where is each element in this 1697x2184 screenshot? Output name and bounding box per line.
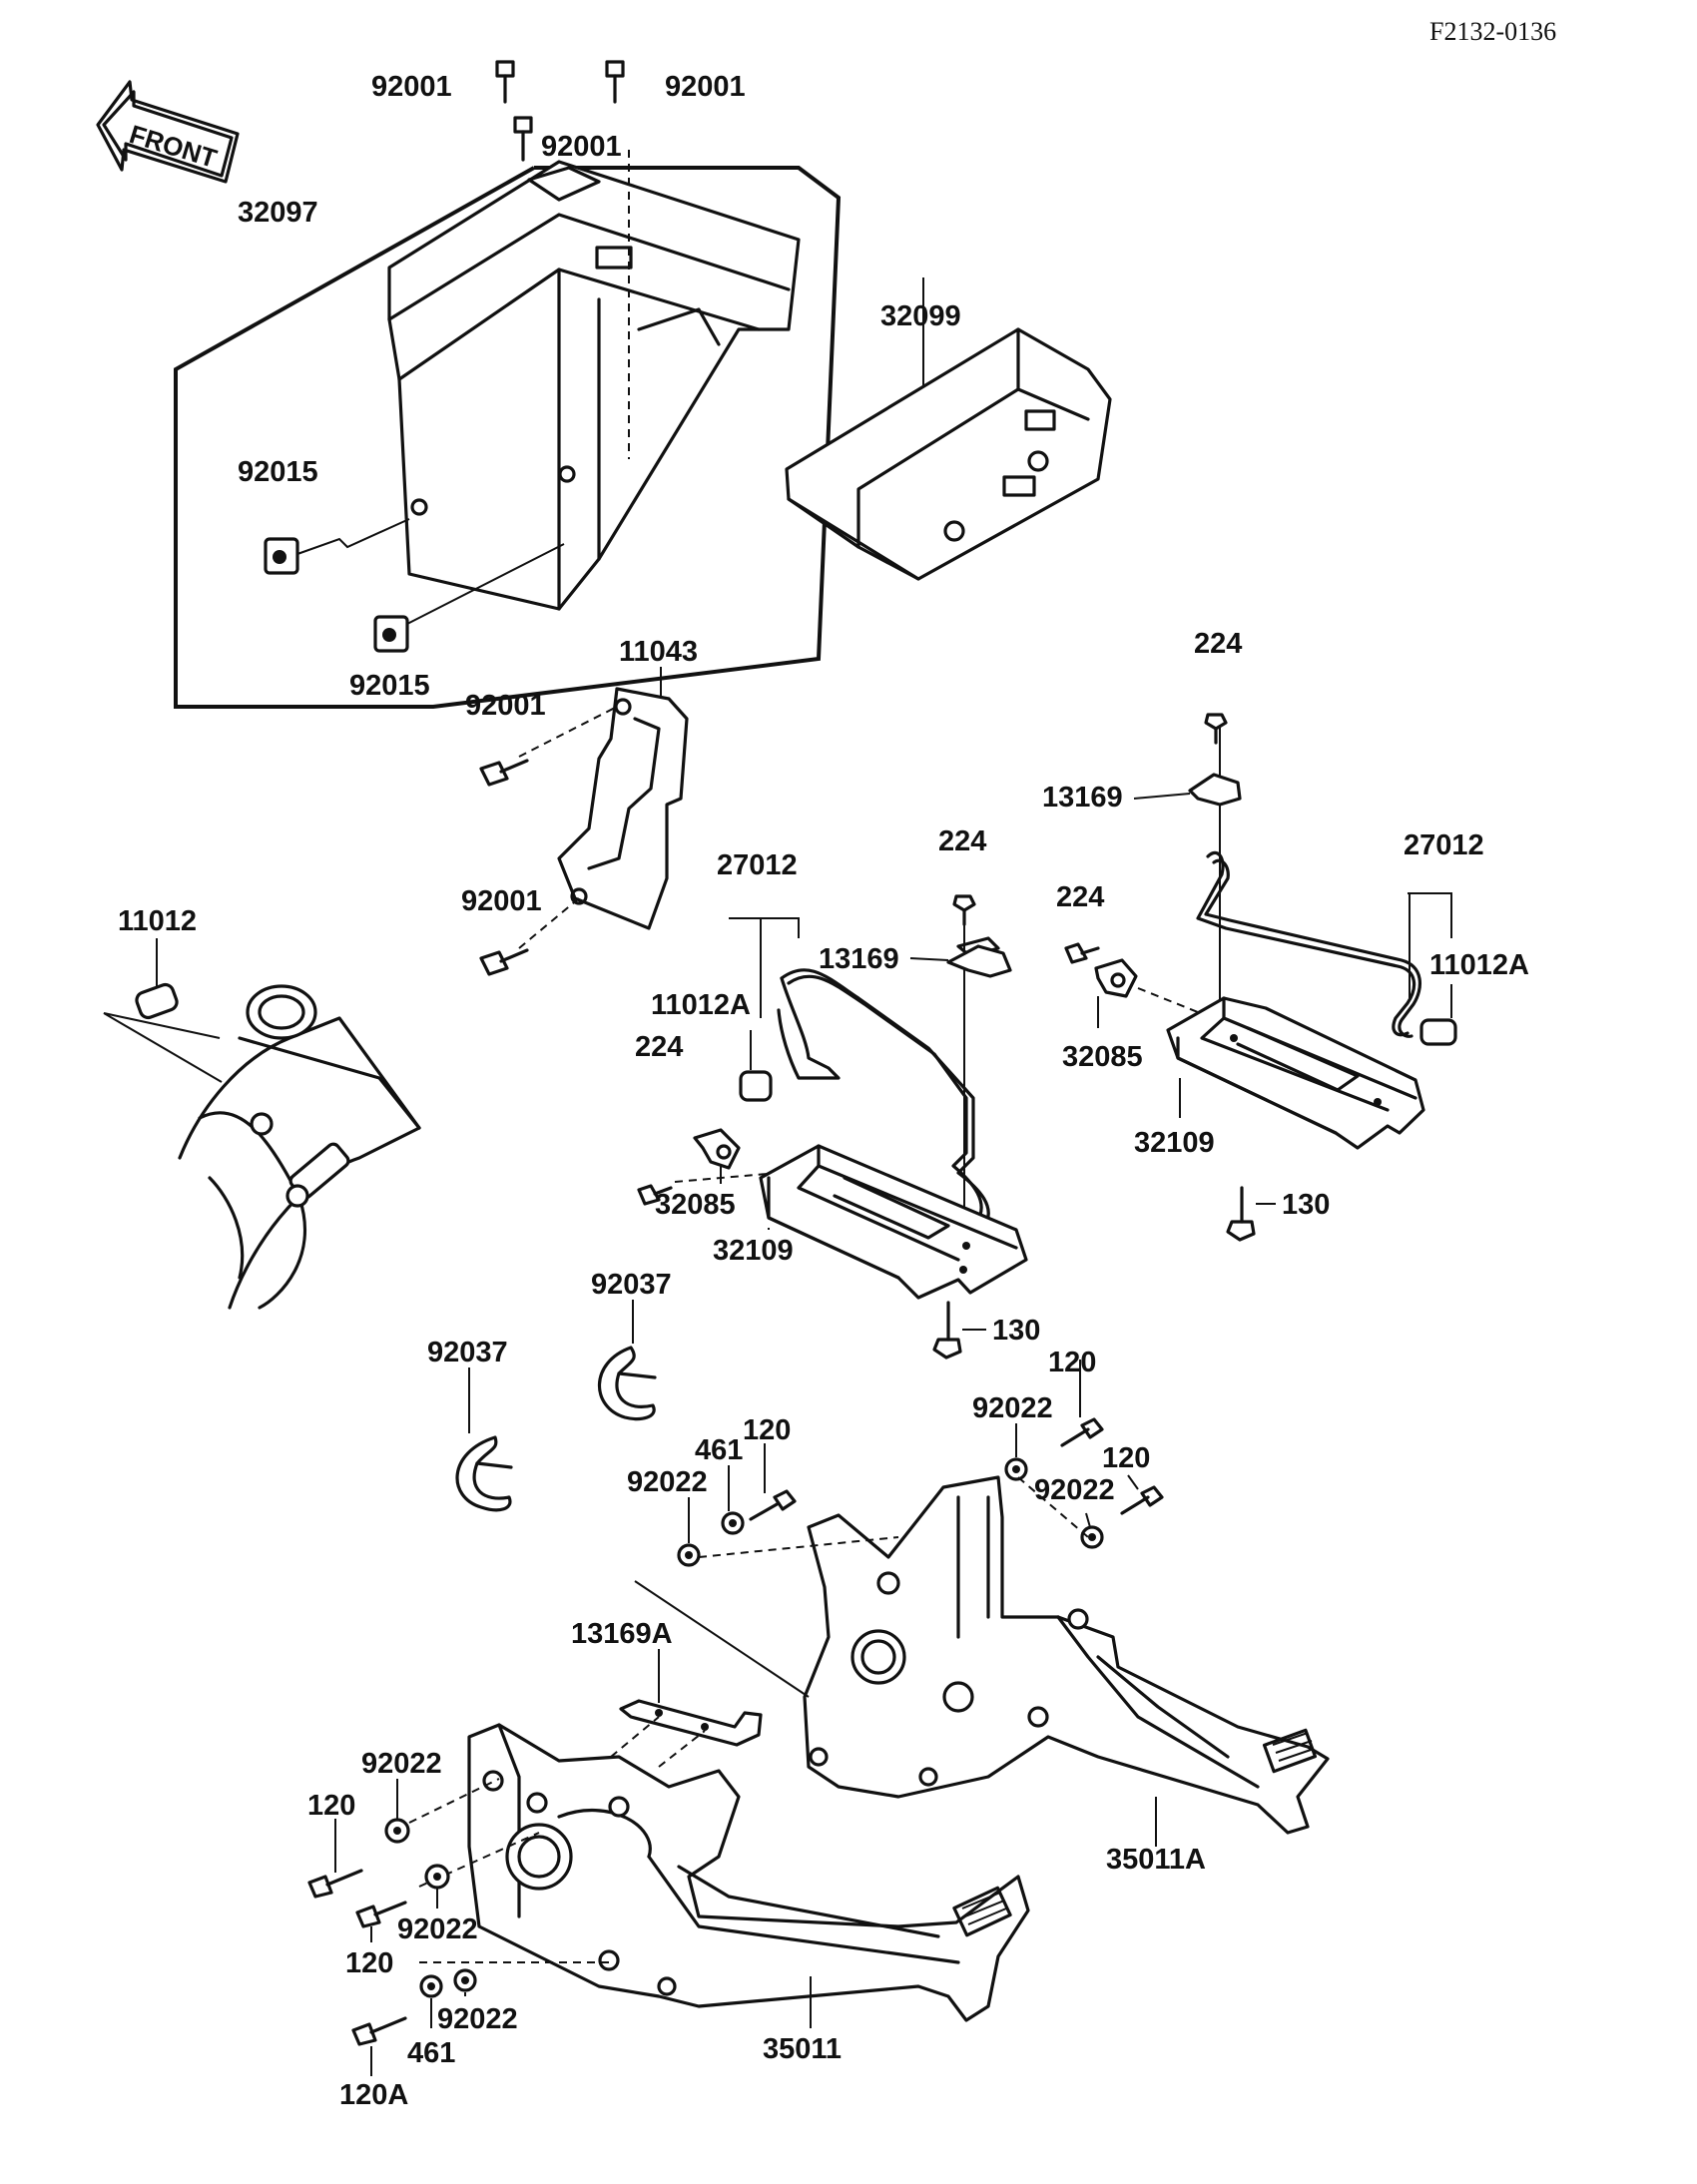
label-13169-b: 13169 bbox=[1042, 782, 1123, 814]
bolt-120-a bbox=[1060, 1360, 1104, 1447]
nut-92015-b bbox=[373, 543, 565, 653]
screw-224-d bbox=[1064, 942, 1100, 964]
screw-92001-d bbox=[479, 759, 529, 787]
bolt-120-c bbox=[749, 1443, 797, 1521]
battery-cover bbox=[785, 277, 1112, 581]
screw-92001-a bbox=[495, 60, 515, 104]
label-92022-c: 92022 bbox=[627, 1466, 708, 1498]
bracket-35011A bbox=[634, 1475, 1330, 1847]
holder-32109-a bbox=[759, 1144, 1028, 1300]
frame-fragment bbox=[103, 938, 421, 1310]
label-32099: 32099 bbox=[880, 300, 961, 332]
screw-224-b bbox=[637, 1184, 673, 1206]
label-120-b: 120 bbox=[1102, 1442, 1150, 1474]
bolt-120-b bbox=[1120, 1474, 1164, 1515]
label-120-a: 120 bbox=[1048, 1347, 1096, 1378]
clamp-13169-a bbox=[909, 944, 1012, 978]
right-hold-assembly bbox=[1064, 713, 1457, 1242]
label-92001-d: 92001 bbox=[465, 690, 546, 722]
label-224-b: 224 bbox=[635, 1031, 683, 1063]
clamp-92037-b bbox=[597, 1300, 657, 1421]
label-35011A: 35011A bbox=[1106, 1844, 1206, 1876]
label-130-b: 130 bbox=[1282, 1189, 1330, 1221]
label-11012A-a: 11012A bbox=[651, 989, 751, 1021]
label-92001-e: 92001 bbox=[461, 885, 542, 917]
label-92015-b: 92015 bbox=[349, 670, 430, 702]
front-arrow: FRONT bbox=[96, 80, 240, 184]
bolt-130-b bbox=[1226, 1186, 1276, 1242]
rubber-11012A-b bbox=[1419, 984, 1457, 1046]
screw-92001-e bbox=[479, 948, 529, 976]
bolt-120A bbox=[351, 2016, 407, 2076]
label-92037-a: 92037 bbox=[591, 1269, 672, 1301]
holder-32109-b bbox=[1166, 996, 1425, 1150]
washer-461-a bbox=[721, 1465, 745, 1535]
label-92001-b: 92001 bbox=[665, 71, 746, 103]
rubber-11012 bbox=[135, 938, 179, 1020]
label-224-a: 224 bbox=[938, 825, 986, 857]
label-224-d: 224 bbox=[1056, 881, 1104, 913]
label-32109-b: 32109 bbox=[1134, 1127, 1215, 1159]
label-92001-c: 92001 bbox=[541, 131, 622, 163]
screw-92001-c bbox=[513, 116, 533, 162]
washer-92022-c bbox=[677, 1497, 701, 1567]
label-32109-a: 32109 bbox=[713, 1235, 794, 1267]
washer-92022-f bbox=[453, 1968, 477, 1996]
diagram-reference: F2132-0136 bbox=[1429, 17, 1556, 46]
label-32085-b: 32085 bbox=[1062, 1041, 1143, 1073]
washer-92022-b bbox=[1080, 1512, 1104, 1549]
bolt-130-a bbox=[932, 1301, 986, 1360]
label-224-c: 224 bbox=[1194, 628, 1242, 660]
label-13169A: 13169A bbox=[571, 1618, 673, 1650]
screw-224-c bbox=[1204, 713, 1228, 745]
label-92001-a: 92001 bbox=[371, 71, 452, 103]
label-32085-a: 32085 bbox=[655, 1189, 736, 1221]
label-92022-d: 92022 bbox=[361, 1748, 442, 1780]
label-461-a: 461 bbox=[695, 1434, 743, 1466]
label-120-d: 120 bbox=[307, 1790, 355, 1822]
label-92037-b: 92037 bbox=[427, 1337, 508, 1368]
label-92022-f: 92022 bbox=[437, 2003, 518, 2035]
screw-92001-b bbox=[605, 60, 625, 104]
clamp-13169-b bbox=[1133, 773, 1242, 807]
label-11012A-b: 11012A bbox=[1429, 949, 1529, 981]
label-120A: 120A bbox=[339, 2079, 408, 2111]
bolt-120-e bbox=[355, 1901, 407, 1942]
battery-case-group bbox=[174, 60, 842, 709]
center-hold-assembly bbox=[637, 894, 1028, 1360]
label-35011: 35011 bbox=[763, 2033, 842, 2065]
bolt-120-d bbox=[307, 1819, 363, 1899]
bracket-13169A bbox=[610, 1649, 763, 1768]
clip-32085-a bbox=[674, 1128, 780, 1184]
clamp-92037-a bbox=[455, 1367, 513, 1512]
label-92022-a: 92022 bbox=[972, 1392, 1053, 1424]
label-92015-a: 92015 bbox=[238, 456, 318, 488]
label-32097: 32097 bbox=[238, 197, 318, 229]
label-92022-e: 92022 bbox=[397, 1913, 478, 1945]
label-11043: 11043 bbox=[619, 636, 698, 668]
bracket-35011 bbox=[408, 1723, 1030, 2028]
rubber-11012A-a bbox=[739, 1030, 773, 1102]
label-130-a: 130 bbox=[992, 1315, 1040, 1347]
label-13169-a: 13169 bbox=[819, 943, 899, 975]
label-92022-b: 92022 bbox=[1034, 1474, 1115, 1506]
screw-224-a bbox=[952, 894, 976, 926]
label-11012: 11012 bbox=[118, 905, 197, 937]
clip-32085-b bbox=[1094, 958, 1239, 1029]
nut-92015-a bbox=[264, 518, 410, 575]
part-labels: 92001 92001 92001 32097 32099 92015 9201… bbox=[118, 71, 1529, 2111]
bracket-11043 bbox=[479, 667, 689, 976]
washer-92022-d bbox=[384, 1779, 410, 1844]
washer-92022-e bbox=[424, 1864, 450, 1909]
label-120-c: 120 bbox=[743, 1414, 791, 1446]
label-27012-b: 27012 bbox=[1404, 829, 1484, 861]
label-27012-a: 27012 bbox=[717, 849, 798, 881]
washer-461-b bbox=[419, 1974, 443, 2028]
washer-92022-a bbox=[1004, 1423, 1028, 1481]
label-461-b: 461 bbox=[407, 2037, 455, 2069]
label-120-e: 120 bbox=[345, 1947, 393, 1979]
